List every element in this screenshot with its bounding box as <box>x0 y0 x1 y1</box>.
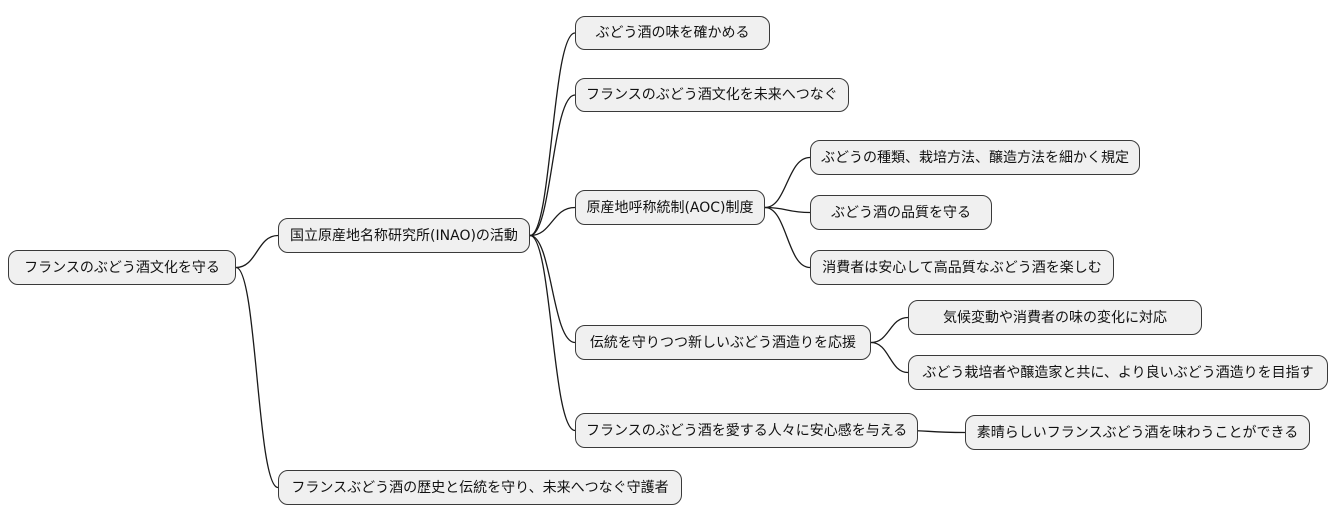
edge-inao-aoc <box>529 206 576 237</box>
edge-aoc-aoc-consumer <box>764 206 811 269</box>
mindmap-node-support[interactable]: 伝統を守りつつ新しいぶどう酒造りを応援 <box>575 325 871 360</box>
mindmap-node-inao[interactable]: 国立原産地名称研究所(INAO)の活動 <box>278 218 530 253</box>
edge-inao-future <box>529 94 576 237</box>
mindmap-node-future[interactable]: フランスのぶどう酒文化を未来へつなぐ <box>575 78 849 112</box>
mindmap-node-taste[interactable]: ぶどう酒の味を確かめる <box>575 16 770 50</box>
edge-root-guardian <box>235 266 279 489</box>
edge-inao-support <box>529 234 576 344</box>
mindmap-node-guardian[interactable]: フランスぶどう酒の歴史と伝統を守り、未来へつなぐ守護者 <box>278 470 682 505</box>
mindmap-node-aoc[interactable]: 原産地呼称統制(AOC)制度 <box>575 190 765 225</box>
edge-inao-relief <box>529 234 576 432</box>
edge-root-inao <box>235 234 279 269</box>
edge-aoc-aoc-rules <box>764 156 811 209</box>
edge-support-climate <box>870 316 909 344</box>
edge-aoc-aoc-quality <box>764 206 811 214</box>
mindmap-node-together[interactable]: ぶどう栽培者や醸造家と共に、より良いぶどう酒造りを目指す <box>908 355 1328 390</box>
mindmap-node-aoc-quality[interactable]: ぶどう酒の品質を守る <box>810 195 992 230</box>
mindmap-node-relief[interactable]: フランスのぶどう酒を愛する人々に安心感を与える <box>575 413 919 448</box>
mindmap-node-aoc-rules[interactable]: ぶどうの種類、栽培方法、醸造方法を細かく規定 <box>810 140 1140 175</box>
mindmap-node-wonderful[interactable]: 素晴らしいフランスぶどう酒を味わうことができる <box>965 415 1310 450</box>
edge-inao-taste <box>529 32 576 237</box>
mindmap-node-aoc-consumer[interactable]: 消費者は安心して高品質なぶどう酒を楽しむ <box>810 250 1114 285</box>
mindmap-node-climate[interactable]: 気候変動や消費者の味の変化に対応 <box>908 300 1202 335</box>
edge-support-together <box>870 341 909 374</box>
mindmap-node-root[interactable]: フランスのぶどう酒文化を守る <box>8 250 236 285</box>
